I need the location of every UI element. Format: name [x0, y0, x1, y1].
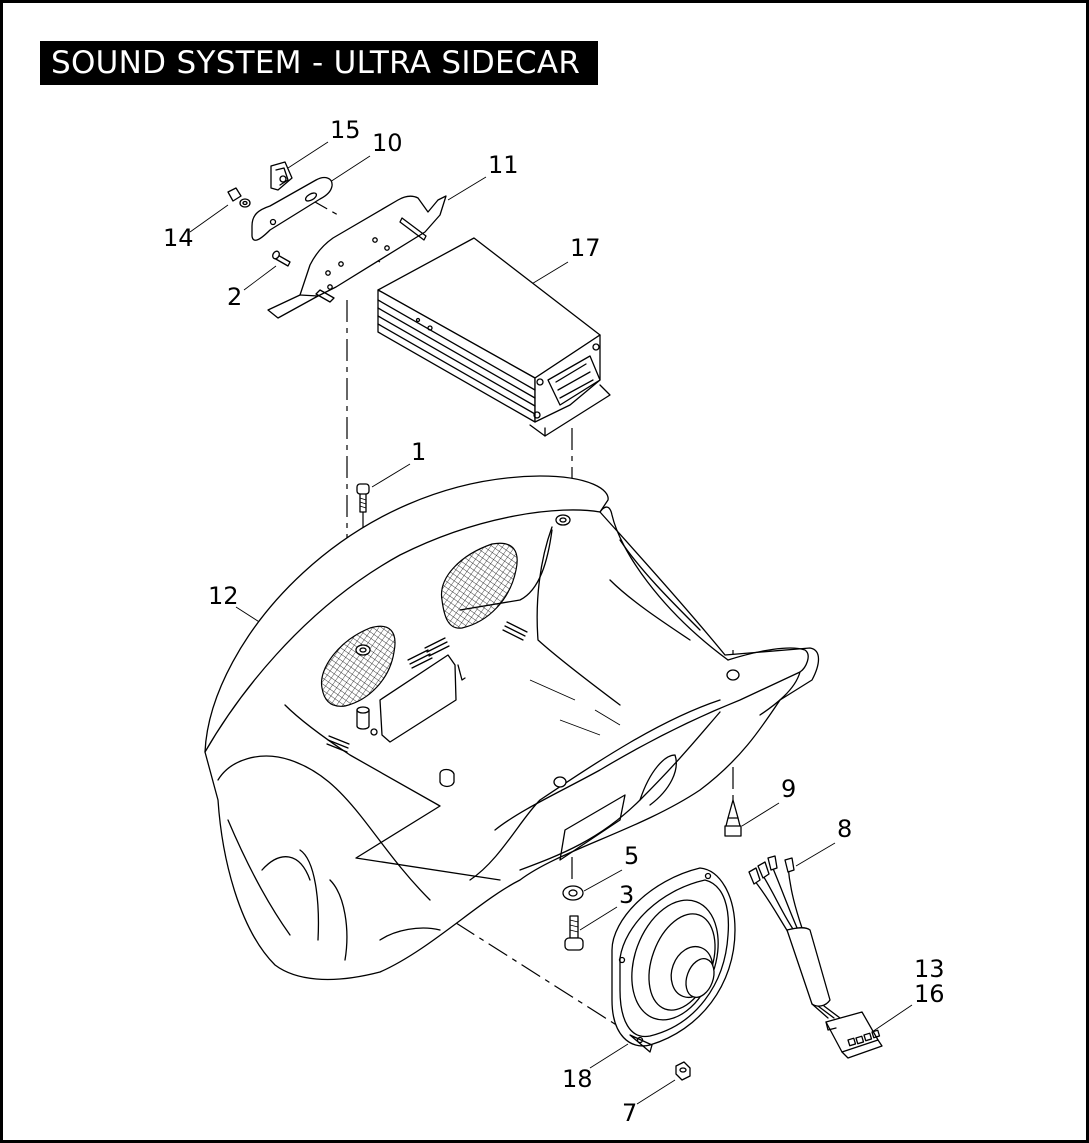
leader-line-2 — [243, 265, 277, 291]
callout-18: 18 — [562, 1065, 593, 1093]
callout-8: 8 — [837, 815, 852, 843]
screw-part-9 — [724, 799, 742, 837]
leader-line-13-16 — [871, 1004, 913, 1033]
leader-line-8 — [795, 842, 836, 867]
leader-line-10 — [329, 155, 371, 183]
washer-part-5 — [562, 885, 584, 901]
callout-7: 7 — [622, 1099, 637, 1127]
screw-part-3 — [564, 915, 584, 951]
callout-3: 3 — [619, 881, 634, 909]
amplifier-bracket-part-11 — [267, 195, 447, 319]
screw-part-2 — [272, 250, 291, 267]
nut-washer-part-14 — [227, 187, 251, 208]
callout-12: 12 — [208, 582, 239, 610]
nut-part-7 — [675, 1061, 691, 1081]
callout-16: 16 — [914, 980, 945, 1008]
amplifier-part-17 — [377, 237, 611, 437]
leader-line-9 — [741, 802, 780, 827]
fairing-housing-part-12 — [204, 475, 820, 981]
speaker-part-18 — [611, 867, 736, 1053]
callout-1: 1 — [411, 438, 426, 466]
leader-line-18 — [589, 1043, 629, 1069]
clip-nut-part-15 — [270, 161, 293, 191]
spacer-part-4 — [356, 706, 370, 730]
mounting-plate-part-10 — [251, 176, 333, 241]
callout-2: 2 — [227, 283, 242, 311]
nut-part-6 — [370, 728, 455, 788]
wiring-harness-part-8 — [748, 855, 841, 1019]
leader-line-11 — [447, 176, 487, 201]
leader-line-5 — [583, 869, 623, 892]
callout-group: 15 10 11 17 14 2 1 12 4 6 9 8 5 3 13 16 … — [163, 116, 945, 1127]
leader-line-17 — [529, 261, 569, 286]
leader-line-3 — [579, 906, 618, 931]
callout-11: 11 — [488, 151, 519, 179]
callout-14: 14 — [163, 224, 194, 252]
callout-13: 13 — [914, 955, 945, 983]
callout-17: 17 — [570, 234, 601, 262]
callout-5: 5 — [624, 842, 639, 870]
screw-part-1 — [356, 483, 370, 513]
callout-15: 15 — [330, 116, 361, 144]
connector-part-13-16 — [825, 1011, 883, 1059]
leader-line-1 — [371, 463, 411, 488]
leader-line-15 — [287, 141, 329, 169]
callout-10: 10 — [372, 129, 403, 157]
callout-9: 9 — [781, 775, 796, 803]
leader-line-7 — [636, 1079, 676, 1105]
diagram-title: SOUND SYSTEM - ULTRA SIDECAR — [40, 41, 598, 85]
leader-line-14 — [189, 204, 229, 233]
